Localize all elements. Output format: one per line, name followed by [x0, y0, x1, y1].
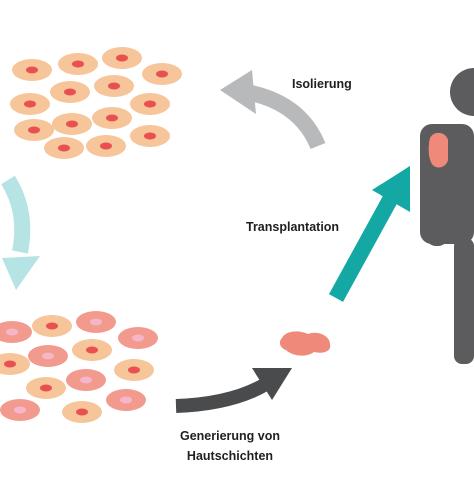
cell-nucleus [108, 82, 120, 90]
cell-nucleus [26, 66, 38, 74]
cell-nucleus [156, 70, 168, 78]
cell-nucleus [28, 126, 40, 134]
cell-nucleus [144, 132, 156, 140]
transplantation-arrow [328, 166, 410, 302]
cell-cluster-layered [0, 311, 158, 423]
cell-nucleus [100, 142, 112, 150]
generation-arrow [175, 368, 292, 413]
cell-nucleus [86, 346, 98, 354]
label-isolation: Isolierung [292, 77, 352, 91]
cell-cluster-isolated [10, 47, 182, 159]
cell-nucleus [42, 352, 54, 360]
cell-nucleus [64, 88, 76, 96]
label-generation: Generierung von Hautschichten [168, 428, 292, 464]
cell-nucleus [4, 360, 16, 368]
cell-nucleus [40, 384, 52, 392]
cell-nucleus [120, 396, 132, 404]
cell-nucleus [72, 60, 84, 68]
cell-nucleus [128, 366, 140, 374]
cell-nucleus [144, 100, 156, 108]
cell-nucleus [24, 100, 36, 108]
cell-nucleus [66, 120, 78, 128]
label-transplantation: Transplantation [246, 220, 340, 234]
label-generation-line1: Generierung von [179, 429, 281, 443]
cell-nucleus [116, 54, 128, 62]
arm-skin-patch [428, 132, 448, 168]
cell-nucleus [58, 144, 70, 152]
cell-nucleus [132, 334, 144, 342]
isolation-arrow [220, 70, 326, 150]
cell-nucleus [14, 406, 26, 414]
skin-graft-icon [279, 331, 331, 356]
human-figure-icon [420, 68, 474, 364]
cell-nucleus [80, 376, 92, 384]
cell-nucleus [6, 328, 18, 336]
cell-nucleus [76, 408, 88, 416]
cells-to-layers-arrow [1, 175, 40, 290]
label-generation-line2: Hautschichten [186, 449, 274, 463]
cell-nucleus [90, 318, 102, 326]
cell-nucleus [46, 322, 58, 330]
cell-nucleus [106, 114, 118, 122]
